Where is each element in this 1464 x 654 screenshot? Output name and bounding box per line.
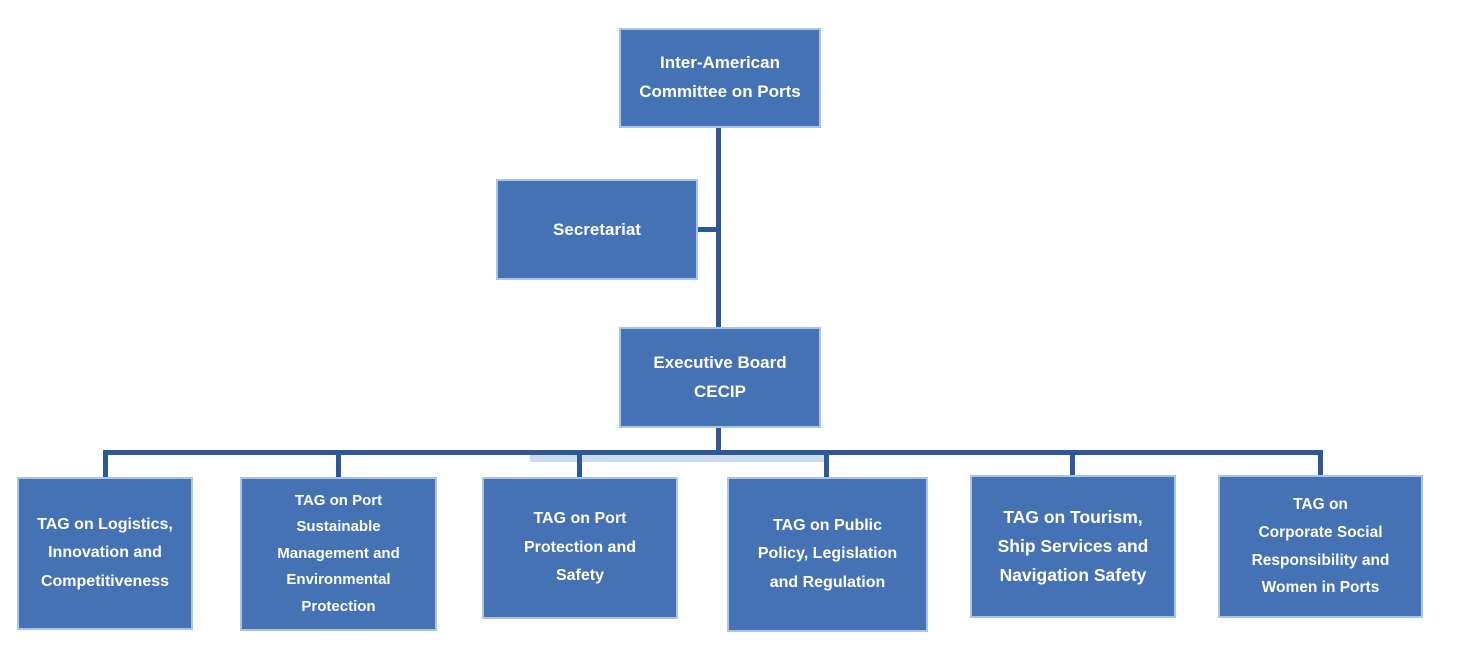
connector-drop-4 — [824, 450, 829, 478]
node-label: TAG on Port Protection and Safety — [523, 510, 636, 585]
node-label: Inter-American Committee on Ports — [639, 53, 801, 101]
node-label: TAG on Corporate Social Responsibility a… — [1251, 496, 1390, 597]
connector-drop-3 — [577, 450, 582, 478]
node-label: TAG on Tourism, Ship Services and Naviga… — [997, 506, 1149, 586]
node-label: Executive Board CECIP — [653, 352, 787, 401]
connector-drop-6 — [1318, 450, 1323, 476]
connector-drop-5 — [1070, 450, 1075, 476]
node-tag-logistics: TAG on Logistics, Innovation and Competi… — [17, 477, 193, 630]
connector-board-to-bus — [716, 428, 721, 453]
node-tag-sustainable-management: TAG on Port Sustainable Management and E… — [240, 477, 437, 631]
node-tag-corporate-social: TAG on Corporate Social Responsibility a… — [1218, 475, 1423, 618]
connector-bus — [103, 450, 1323, 455]
connector-drop-2 — [336, 450, 341, 478]
connector-shadow — [530, 454, 827, 462]
node-secretariat: Secretariat — [496, 179, 698, 280]
node-tag-tourism: TAG on Tourism, Ship Services and Naviga… — [970, 475, 1176, 618]
node-tag-public-policy: TAG on Public Policy, Legislation and Re… — [727, 477, 928, 632]
node-label: TAG on Port Sustainable Management and E… — [277, 492, 400, 615]
node-inter-american-committee: Inter-American Committee on Ports — [619, 28, 821, 128]
node-label: TAG on Logistics, Innovation and Competi… — [37, 515, 173, 590]
node-label: Secretariat — [553, 219, 641, 239]
node-tag-port-protection: TAG on Port Protection and Safety — [482, 477, 678, 619]
connector-secretariat — [698, 227, 718, 232]
node-executive-board: Executive Board CECIP — [619, 327, 821, 428]
connector-root-to-board — [716, 128, 721, 328]
connector-drop-1 — [103, 450, 108, 478]
node-label: TAG on Public Policy, Legislation and Re… — [757, 516, 898, 591]
